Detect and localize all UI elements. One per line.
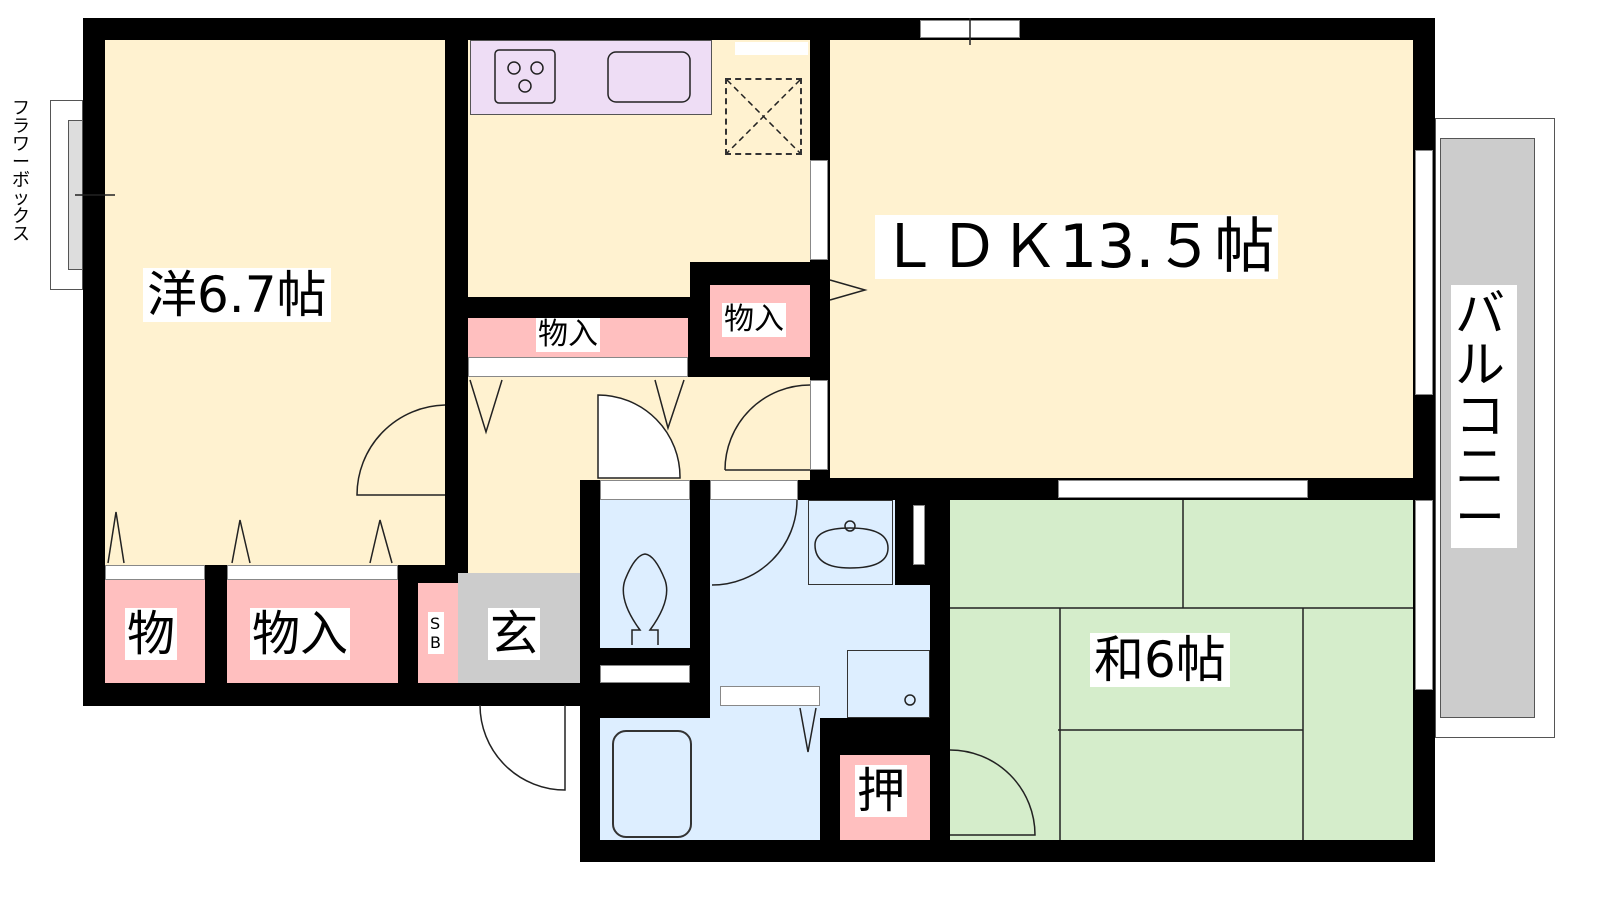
label-balcony: バルコニー bbox=[1451, 285, 1517, 548]
label-ldk: ＬＤＫ13.５帖 bbox=[875, 215, 1279, 279]
storage-door-strip bbox=[468, 357, 688, 377]
label-japanese: 和6帖 bbox=[1090, 633, 1230, 687]
window bbox=[810, 380, 828, 470]
bathroom bbox=[600, 718, 820, 840]
window bbox=[913, 505, 925, 565]
closet-door-strip bbox=[105, 565, 205, 580]
door-strip bbox=[600, 480, 690, 500]
door-strip bbox=[720, 686, 820, 706]
balcony bbox=[1435, 118, 1555, 738]
washbasin bbox=[808, 500, 893, 585]
door-swing bbox=[949, 749, 1036, 836]
toilet-icon bbox=[622, 553, 668, 645]
fridge-space bbox=[725, 78, 802, 155]
window bbox=[600, 665, 690, 683]
door-swing bbox=[597, 394, 681, 479]
door-swing bbox=[711, 499, 798, 586]
label-entrance: 玄 bbox=[488, 606, 541, 662]
bathtub bbox=[612, 730, 692, 838]
sliding-door bbox=[1058, 480, 1308, 498]
toilet-room bbox=[600, 500, 690, 648]
door-swing bbox=[724, 384, 811, 471]
label-closet: 押 bbox=[855, 763, 908, 819]
label-storage-west: 物入 bbox=[250, 606, 351, 662]
door-strip bbox=[710, 480, 798, 500]
label-western: 洋6.7帖 bbox=[143, 268, 331, 322]
washing-machine bbox=[847, 650, 930, 718]
door-swing bbox=[479, 704, 566, 791]
sink-icon bbox=[607, 51, 691, 103]
window bbox=[735, 42, 808, 55]
door-swing bbox=[356, 404, 446, 496]
washbasin-bowl bbox=[814, 527, 889, 569]
label-storage-small: 物 bbox=[125, 606, 178, 662]
label-flower-box: フラワーボックス bbox=[12, 98, 30, 245]
stove-icon bbox=[494, 49, 556, 104]
closet-door-strip bbox=[227, 565, 398, 580]
label-storage-hall: 物入 bbox=[536, 317, 600, 352]
washroom bbox=[710, 500, 930, 718]
window bbox=[1415, 150, 1433, 395]
outside-area bbox=[83, 706, 580, 866]
hallway-lower bbox=[468, 480, 580, 573]
window bbox=[1415, 500, 1433, 690]
label-storage-kitchen: 物入 bbox=[722, 302, 786, 337]
label-shoe-box: SB bbox=[428, 612, 444, 655]
window bbox=[810, 160, 828, 260]
